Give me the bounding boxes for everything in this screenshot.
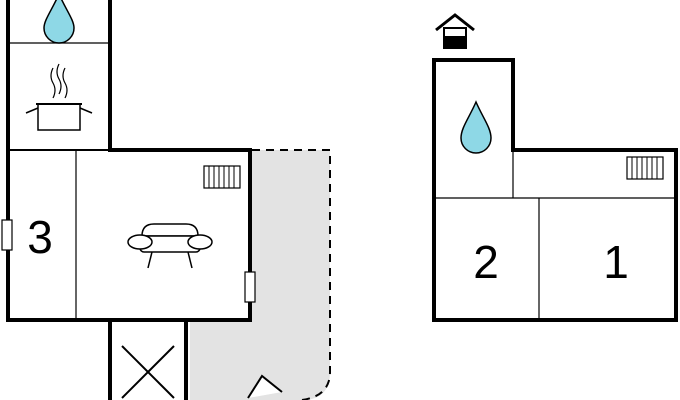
chimney-icon [435,13,475,49]
left-outer-walls [6,0,252,322]
stairwell-cross-icon [121,345,175,399]
water-drop-icon [43,0,75,44]
window-left [1,219,13,251]
radiator-icon [203,165,241,189]
room-1-label: 1 [603,236,629,288]
terrace-area [190,150,330,400]
sofa-icon [127,223,213,269]
left-corridor-walls [108,318,188,400]
room-2-label: 2 [473,236,499,288]
right-outer-walls [432,58,678,322]
radiator-icon-right [626,156,664,180]
right-floor-plan: 2 1 [432,13,678,322]
window-right [244,271,256,303]
room-3-label: 3 [27,211,53,263]
water-drop-icon-right [460,100,492,154]
cooking-pot-icon [25,63,93,131]
terrace-dashed-edge [252,149,331,400]
terrace-door-icon [247,374,283,399]
left-floor-plan: 3 [1,0,331,400]
